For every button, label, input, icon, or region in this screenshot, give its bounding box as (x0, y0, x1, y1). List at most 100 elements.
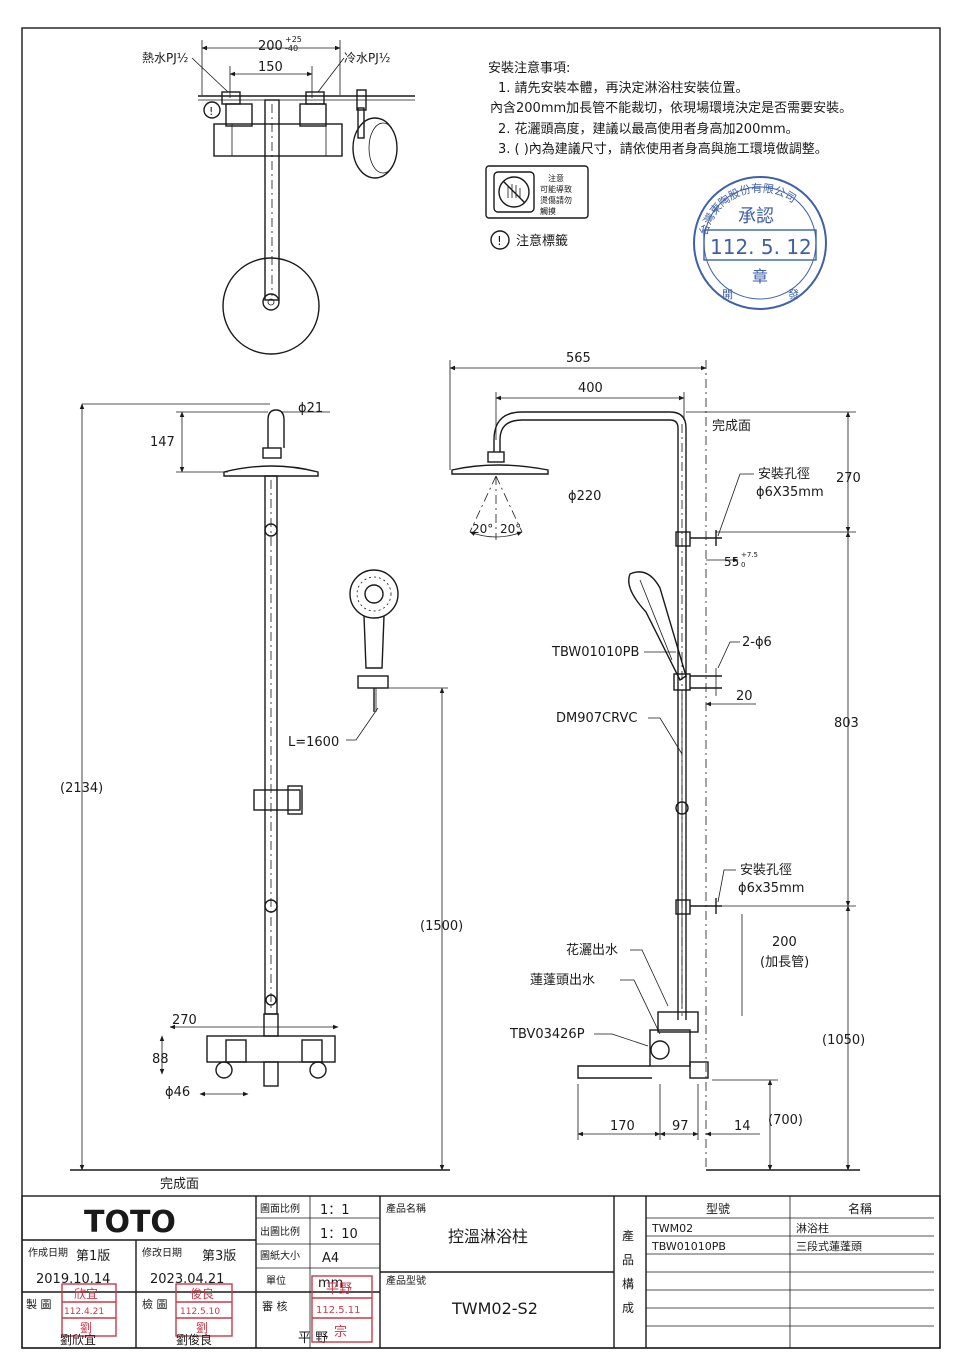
notes-title: 安裝注意事項: (488, 60, 570, 76)
stamp-approve: 承認 (738, 206, 774, 227)
dim-270-side: 270 (836, 471, 861, 486)
created-date: 2019.10.14 (36, 1272, 110, 1287)
outlet-hand-label: 蓮蓬頭出水 (530, 973, 595, 988)
rain-shower-head-top (222, 257, 320, 355)
dim-565: 565 (566, 351, 591, 366)
composition-char-4: 成 (622, 1301, 634, 1315)
side-view: 565 400 完成面 20° 20° ϕ220 270 803 (1050) (449, 351, 865, 1171)
approval-stamp: 台灣東陶股份有限公司 承認 112. 5. 12 章 開 發 (693, 176, 827, 310)
dim-147: 147 (150, 435, 175, 450)
dim-200-tol-plus: +25 (285, 35, 302, 44)
version-3: 第3版 (202, 1249, 236, 1264)
drawer-stamp-seal: 劉 (80, 1320, 92, 1335)
composition-char-3: 構 (622, 1277, 634, 1291)
drawer-name: 劉欣宜 (60, 1332, 96, 1347)
dim-hose-length: L=1600 (288, 735, 339, 750)
paper-label: 圖紙大小 (260, 1249, 300, 1262)
mount-hole-1-label: 安裝孔徑 (758, 467, 810, 482)
product-model-label: 產品型號 (386, 1274, 426, 1287)
slider-bracket (253, 789, 301, 811)
caution-label-box (485, 165, 589, 219)
dim-phi220: ϕ220 (568, 489, 601, 504)
installation-notes: 安裝注意事項: 1. 請先安裝本體，再決定淋浴柱安裝位置。 內含200mm加長管… (485, 60, 852, 250)
dim-88: 88 (152, 1052, 169, 1067)
no-touch-icon (498, 176, 530, 208)
dim-803: 803 (834, 716, 859, 731)
paper-value: A4 (322, 1251, 339, 1266)
scale-value: 1：1 (320, 1203, 350, 1218)
part-dm907crvc: DM907CRVC (556, 711, 637, 726)
dim-150: 150 (258, 60, 283, 75)
stamp-date: 112. 5. 12 (710, 235, 812, 259)
hot-water-label: 熱水PJ½ (142, 51, 188, 65)
dim-1500: (1500) (420, 919, 463, 934)
dim-97: 97 (672, 1119, 689, 1134)
caution-line-2: 可能導致 (540, 184, 572, 194)
scale-label: 圖面比例 (260, 1202, 300, 1215)
table-row-1-name: 淋浴柱 (796, 1221, 829, 1235)
hand-shower-side (628, 571, 687, 682)
caution-line-3: 燙傷請勿 (540, 195, 572, 205)
col-name-header: 名稱 (848, 1201, 872, 1216)
dim-400: 400 (578, 381, 603, 396)
mount-hole-2-size: ϕ6x35mm (738, 881, 804, 896)
note-line-3: 2. 花灑頭高度，建議以最高使用者身高加200mm。 (498, 121, 799, 137)
version-1: 第1版 (76, 1249, 110, 1264)
front-view: (2134) ϕ21 147 L=1600 (60, 401, 463, 1192)
reviewer-stamp-seal: 宗 (334, 1324, 347, 1340)
finish-surface-front: 完成面 (160, 1177, 199, 1192)
product-name: 控溫淋浴柱 (448, 1227, 528, 1246)
dim-14: 14 (734, 1119, 751, 1134)
reviewer-name: 平 野 (298, 1331, 328, 1346)
top-view: 200 +25 -40 150 熱水PJ½ 冷水PJ½ ! (142, 35, 415, 355)
spray-angle-right: 20° (500, 522, 521, 536)
dim-270-front: 270 (172, 1013, 197, 1028)
dim-200-main: 200 (258, 39, 283, 54)
dim-700: (700) (768, 1113, 803, 1128)
drawer-stamp-name: 欣宜 (74, 1286, 98, 1301)
checker-name: 劉俊良 (176, 1332, 212, 1347)
mount-hole-2-label: 安裝孔徑 (740, 863, 792, 878)
col-model-header: 型號 (706, 1202, 730, 1216)
product-model: TWM02-S2 (451, 1299, 538, 1318)
stamp-seal: 章 (752, 267, 768, 286)
dim-170: 170 (610, 1119, 635, 1134)
checked-label: 檢 圖 (142, 1297, 168, 1311)
dim-55: 55 (724, 555, 739, 569)
hand-shower-front (349, 569, 399, 619)
sheet-border (21, 27, 941, 1349)
mixer-body-top (213, 123, 343, 157)
checker-stamp-seal: 劉 (196, 1320, 208, 1335)
dim-2phi6: 2-ϕ6 (742, 635, 772, 650)
out-scale-value: 1：10 (320, 1227, 358, 1242)
table-row-2-model: TBW01010PB (651, 1240, 726, 1253)
caution-line-1: 注意 (548, 173, 564, 183)
dim-55-tol-minus: 0 (741, 561, 745, 569)
caution-line-4: 觸摸 (540, 206, 556, 216)
riser-pipe-top (264, 99, 280, 301)
dim-20: 20 (736, 689, 753, 704)
drawer-stamp-date: 112.4.21 (64, 1307, 104, 1317)
modified-label: 修改日期 (142, 1246, 182, 1259)
checker-stamp-name: 俊良 (190, 1286, 214, 1301)
table-row-2-name: 三段式蓮蓬頭 (796, 1239, 862, 1253)
rain-shower-head-front (223, 465, 319, 477)
rain-shower-head-side (451, 464, 549, 475)
caution-tag-label: 注意標籤 (516, 233, 568, 249)
mount-hole-1-size: ϕ6X35mm (756, 485, 824, 500)
cold-water-label: 冷水PJ½ (344, 51, 390, 65)
reviewer-stamp-name: 平野 (326, 1282, 352, 1297)
note-line-1: 1. 請先安裝本體，再決定淋浴柱安裝位置。 (498, 81, 749, 96)
dim-phi21: ϕ21 (298, 401, 323, 416)
stamp-bottom-left: 開 (722, 288, 733, 301)
created-label: 作成日期 (28, 1247, 68, 1259)
reviewer-stamp-date: 112.5.11 (316, 1305, 361, 1316)
svg-text:!: ! (209, 105, 213, 118)
finish-surface-side: 完成面 (712, 419, 751, 434)
caution-mark-icon (203, 101, 221, 119)
title-block: TOTO 圖面比例 1：1 出圖比例 1：10 圖紙大小 A4 單位 mm 審 … (21, 1195, 941, 1349)
drawn-label: 製 圖 (26, 1297, 52, 1311)
outlet-rain-label: 花灑出水 (566, 942, 618, 958)
